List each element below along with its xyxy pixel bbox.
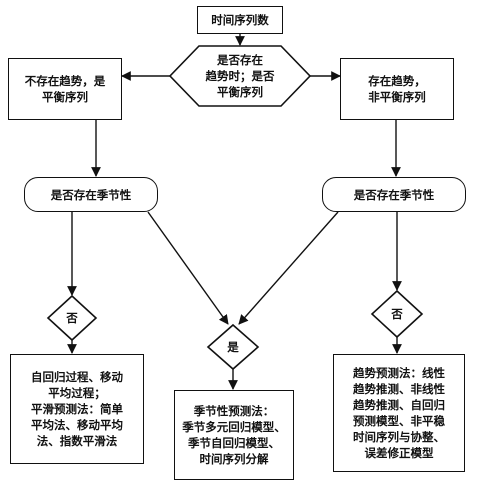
nonstationary-line-2: 非平衡序列 — [368, 90, 426, 104]
decision-line-2: 趋势时；是否 — [205, 69, 275, 83]
right-seasonality-decision: 是否存在季节性 — [322, 177, 466, 212]
left-no-label: 否 — [66, 311, 78, 325]
stationary-method-line-2: 平均过程； — [48, 386, 106, 400]
seasonal-method-line-4: 时间序列分解 — [199, 452, 269, 466]
stationary-method-line-4: 平均法、移动平均 — [31, 418, 123, 432]
stationary-methods-box: 自回归过程、移动 平均过程； 平滑预测法：简单 平均法、移动平均 法、指数平滑法 — [10, 354, 144, 464]
mid-yes-label-box: 是 — [217, 337, 249, 357]
decision-line-3: 平衡序列 — [217, 85, 263, 99]
trend-method-line-4: 预测模型、非平稳 — [353, 414, 445, 428]
seasonal-method-line-2: 季节多元回归模型、 — [182, 420, 286, 434]
stationary-line-2: 平衡序列 — [42, 90, 88, 104]
right-no-label: 否 — [391, 307, 403, 321]
nonstationary-line-1: 存在趋势， — [368, 74, 426, 88]
trend-method-line-2: 趋势推测、非线性 — [353, 382, 445, 396]
right-no-label-box: 否 — [381, 304, 413, 324]
stationary-method-line-3: 平滑预测法：简单 — [31, 402, 123, 416]
mid-yes-label: 是 — [227, 340, 239, 354]
left-seasonality-decision: 是否存在季节性 — [24, 177, 158, 212]
decision-trend-balance: 是否存在 趋势时；是否 平衡序列 — [180, 48, 300, 104]
decision-line-1: 是否存在 — [217, 53, 263, 67]
trend-method-line-5: 时间序列与协整、 — [353, 430, 445, 444]
stationary-method-line-1: 自回归过程、移动 — [31, 370, 123, 384]
seasonal-method-line-1: 季节性预测法： — [193, 404, 275, 418]
arrow-rightseason-to-yes — [238, 211, 339, 325]
start-node-label: 时间序列数 — [211, 13, 269, 27]
left-no-label-box: 否 — [56, 308, 88, 328]
trend-methods-box: 趋势预测法：线性 趋势推测、非线性 趋势推测、自回归 预测模型、非平稳 时间序列… — [333, 354, 465, 472]
arrow-leftseason-to-yes — [147, 211, 229, 325]
stationary-series-box: 不存在趋势，是 平衡序列 — [8, 58, 122, 120]
start-node-time-series: 时间序列数 — [197, 6, 283, 34]
trend-method-line-1: 趋势预测法：线性 — [353, 366, 445, 380]
right-seasonality-label: 是否存在季节性 — [353, 187, 435, 202]
left-seasonality-label: 是否存在季节性 — [50, 187, 132, 202]
seasonal-method-line-3: 季节自回归模型、 — [188, 436, 280, 450]
trend-method-line-6: 误差修正模型 — [364, 446, 434, 460]
trend-method-line-3: 趋势推测、自回归 — [353, 398, 445, 412]
stationary-method-line-5: 法、指数平滑法 — [36, 434, 118, 448]
seasonal-methods-box: 季节性预测法： 季节多元回归模型、 季节自回归模型、 时间序列分解 — [174, 390, 294, 480]
stationary-line-1: 不存在趋势，是 — [24, 74, 106, 88]
nonstationary-series-box: 存在趋势， 非平衡序列 — [340, 58, 454, 120]
